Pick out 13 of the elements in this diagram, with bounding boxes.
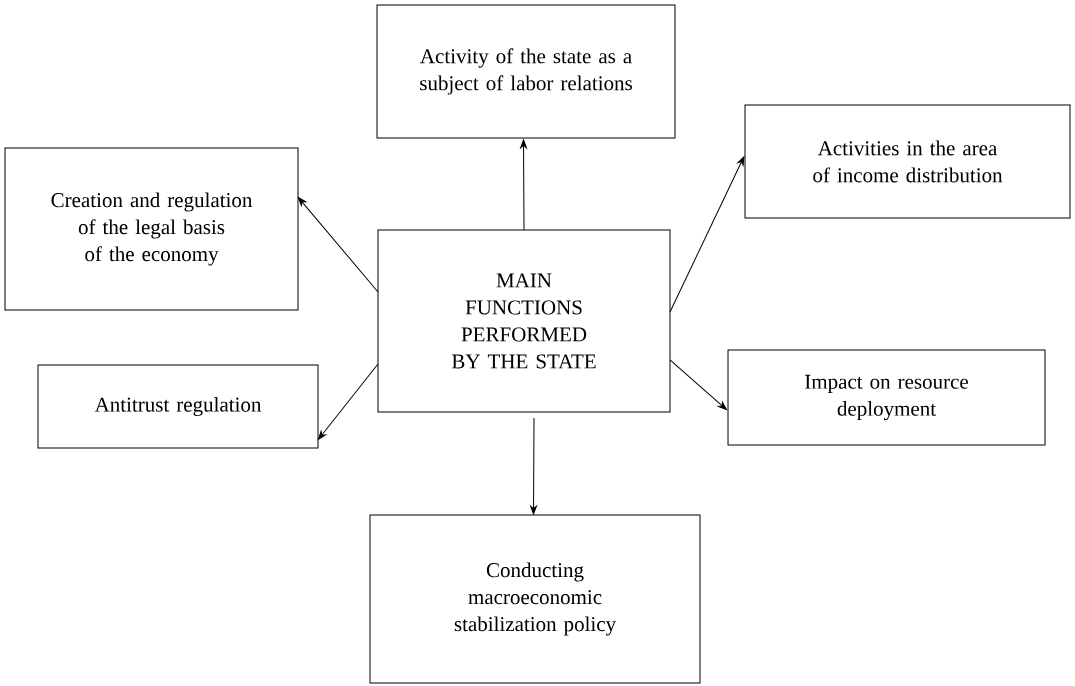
function-box: Creation and regulation of the legal basis of the economy: [4, 147, 299, 311]
function-box: MAIN FUNCTIONS PERFORMED BY THE STATE: [377, 229, 671, 413]
arrow: [520, 139, 527, 231]
function-box: Activities in the area of income distribution: [744, 104, 1071, 219]
function-box: Antitrust regulation: [37, 364, 319, 449]
arrow: [530, 417, 537, 515]
arrow: [669, 359, 727, 411]
arrow: [317, 363, 379, 440]
function-box: Impact on resource deployment: [727, 349, 1046, 446]
function-box: Conducting macroeconomic stabilization policy: [369, 514, 701, 684]
arrow: [669, 156, 745, 313]
arrow: [297, 197, 379, 293]
function-box: Activity of the state as a subject of labor relations: [376, 4, 676, 139]
